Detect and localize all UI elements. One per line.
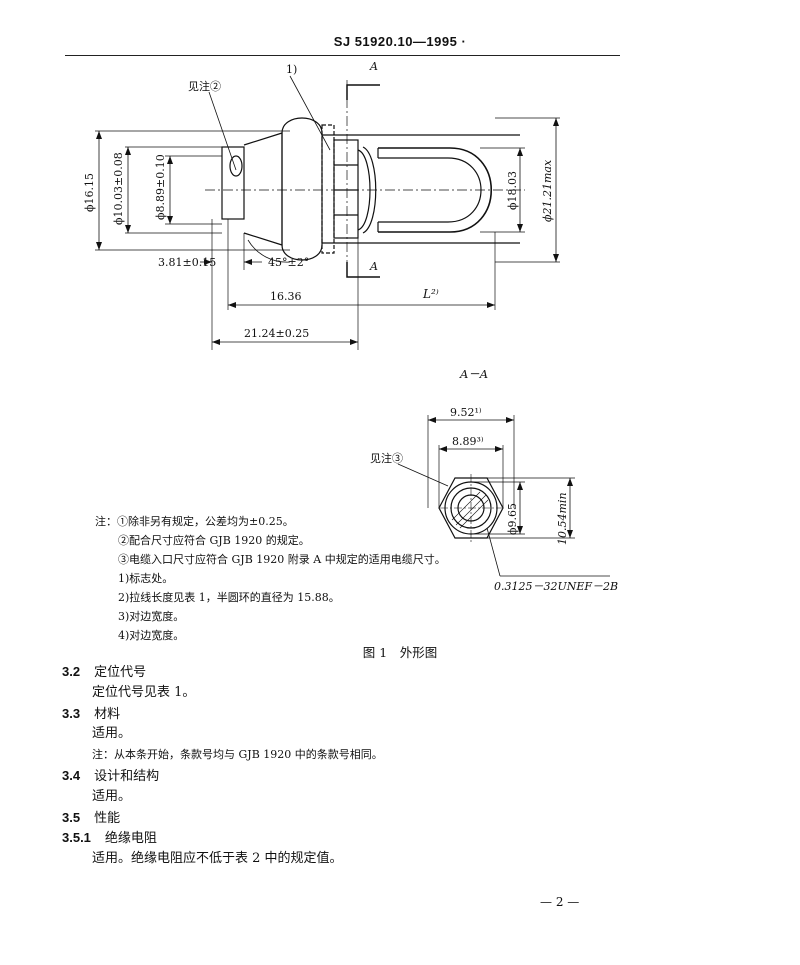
footnote-3: 3)对边宽度。 bbox=[118, 610, 185, 623]
section-mark-top: A bbox=[369, 60, 378, 73]
page-header: SJ 51920.10—1995 · bbox=[333, 34, 467, 49]
dim-d18-03: ϕ18.03 bbox=[506, 171, 519, 210]
page-number: — 2 — bbox=[540, 895, 580, 909]
dim-16-36: 16.36 bbox=[270, 290, 302, 303]
section-number: 3.2 bbox=[62, 664, 81, 679]
section-number: 3.3 bbox=[62, 705, 81, 721]
section-3-3-note: 注：从本条开始，条款号均与 GJB 1920 中的条款号相同。 bbox=[92, 748, 383, 762]
section-title: 设计和结构 bbox=[94, 767, 160, 783]
dim-d16-15: ϕ16.15 bbox=[83, 173, 96, 212]
dim-10-54: 10.54min bbox=[556, 492, 569, 545]
footnote-4: 4)对边宽度。 bbox=[118, 629, 185, 642]
section-title: A－A bbox=[459, 367, 488, 381]
outline-drawing: 1) 见注② A A ϕ16.15 ϕ10.03±0.08 ϕ8.89±0.10… bbox=[83, 60, 618, 593]
section-title: 绝缘电阻 bbox=[104, 830, 157, 846]
section-3-5-1-text: 适用。绝缘电阻应不低于表 2 中的规定值。 bbox=[92, 851, 343, 867]
section-3-3: 3.3 材料 bbox=[62, 704, 662, 725]
section-number: 3.5 bbox=[62, 809, 81, 825]
section-a-a bbox=[438, 474, 504, 542]
note-3: ③电缆入口尺寸应符合 GJB 1920 附录 A 中规定的适用电缆尺寸。 bbox=[118, 553, 446, 566]
dim-8-89: 8.89³⁾ bbox=[452, 435, 484, 448]
section-title: 定位代号 bbox=[94, 664, 147, 679]
connector-body bbox=[205, 80, 525, 278]
dim-d9-65: ϕ9.65 bbox=[506, 503, 519, 535]
callout-marking: 1) bbox=[286, 63, 297, 76]
section-3-2: 3.2 定位代号 bbox=[62, 662, 662, 683]
section-3-3-text: 适用。 bbox=[92, 726, 132, 742]
callout-note-2: 见注② bbox=[188, 79, 221, 93]
section-3-4-text: 适用。 bbox=[92, 788, 132, 804]
figure-notes: 注：①除非另有规定，公差均为±0.25。 ②配合尺寸应符合 GJB 1920 的… bbox=[95, 512, 446, 645]
dim-L: L²⁾ bbox=[422, 287, 439, 301]
footnote-1: 1)标志处。 bbox=[118, 572, 174, 585]
dim-9-52: 9.52¹⁾ bbox=[450, 406, 482, 419]
note-2: ②配合尺寸应符合 GJB 1920 的规定。 bbox=[118, 534, 310, 547]
dim-d10-03: ϕ10.03±0.08 bbox=[112, 152, 125, 225]
thread-spec: 0.3125－32UNEF－2B bbox=[494, 580, 618, 593]
section-title: 材料 bbox=[94, 705, 121, 721]
dim-3-81: 3.81±0.15 bbox=[158, 256, 216, 269]
dim-21-24: 21.24±0.25 bbox=[244, 327, 309, 340]
document-body: 3.2 定位代号 定位代号见表 1。 3.3 材料 适用。 注：从本条开始，条款号均… bbox=[62, 662, 662, 870]
header-rule bbox=[65, 55, 620, 56]
section-3-5-1: 3.5.1 绝缘电阻 bbox=[62, 828, 662, 849]
note-1: 注：①除非另有规定，公差均为±0.25。 bbox=[95, 515, 294, 528]
section-title: 性能 bbox=[94, 809, 121, 825]
dim-d8-89: ϕ8.89±0.10 bbox=[154, 154, 167, 220]
section-number: 3.5.1 bbox=[62, 830, 91, 846]
section-3-5: 3.5 性能 bbox=[62, 808, 662, 829]
callout-note-3: 见注③ bbox=[370, 451, 403, 465]
section-mark-bottom: A bbox=[369, 260, 378, 273]
section-number: 3.4 bbox=[62, 767, 81, 783]
dim-angle: 45°±2° bbox=[268, 256, 309, 269]
figure-caption: 图 1 外形图 bbox=[362, 645, 438, 660]
section-3-4: 3.4 设计和结构 bbox=[62, 766, 662, 787]
footnote-2: 2)拉线长度见表 1，半圆环的直径为 15.88。 bbox=[118, 591, 340, 604]
dim-d21-21: ϕ21.21max bbox=[541, 159, 554, 222]
section-3-2-text: 定位代号见表 1。 bbox=[92, 684, 196, 700]
